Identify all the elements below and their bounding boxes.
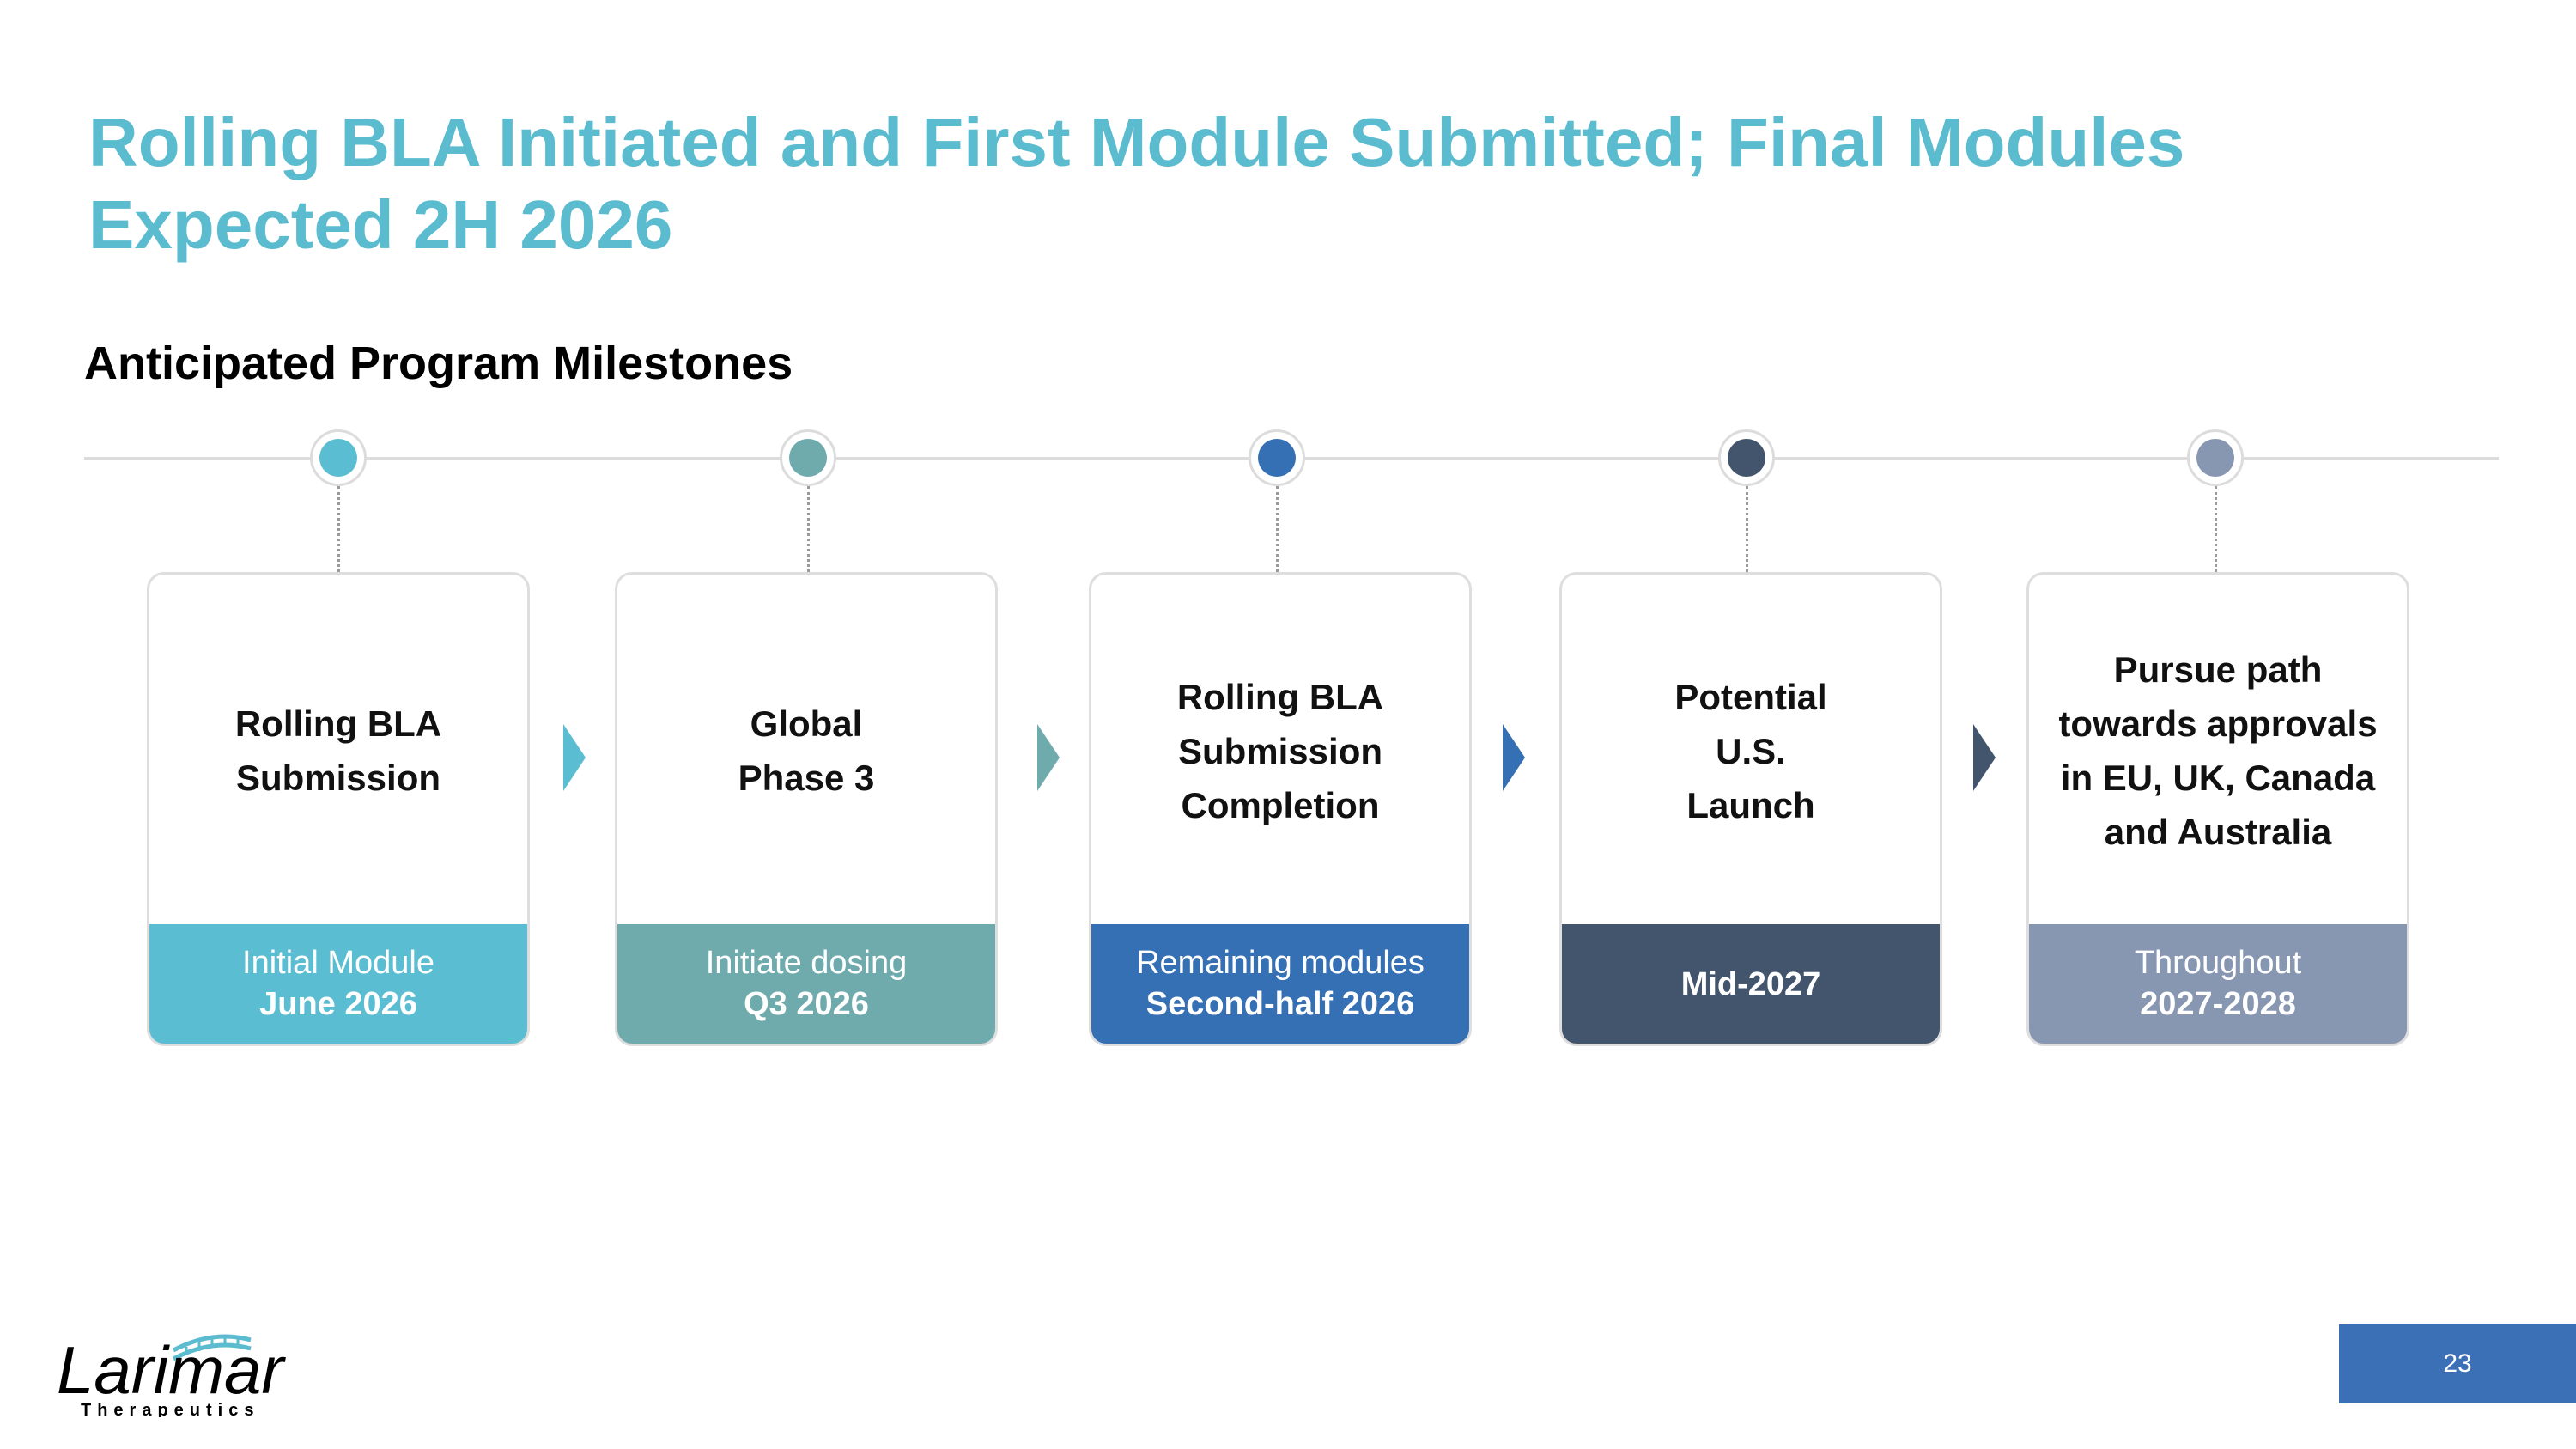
timeline-dot [789,439,827,477]
milestone-card: Rolling BLA Submission Completion Remain… [1089,572,1472,1046]
milestone-date: June 2026 [259,985,417,1022]
milestone-date: Second-half 2026 [1145,985,1415,1022]
chevron-right-icon [1037,724,1060,791]
milestone-card: Rolling BLA Submission Initial Module Ju… [147,572,530,1046]
timeline-node [310,429,367,486]
timeline-connector [1276,486,1279,572]
slide-title: Rolling BLA Initiated and First Module S… [88,104,2185,263]
milestone-card: Global Phase 3 Initiate dosing Q3 2026 [615,572,998,1046]
chevron-right-icon [1503,724,1525,791]
logo-tagline: Therapeutics [81,1401,259,1417]
logo-wordmark: Larimar [57,1332,286,1408]
milestone-footer: Throughout 2027-2028 [2029,924,2407,1044]
timeline-dot [2196,439,2234,477]
milestone-card: Pursue path towards approvals in EU, UK,… [2026,572,2409,1046]
milestone-label: Remaining modules [1136,944,1425,981]
section-subtitle: Anticipated Program Milestones [84,338,793,389]
milestone-footer: Initial Module June 2026 [149,924,527,1044]
milestone-title: Rolling BLA Submission [234,703,442,798]
timeline-node [1249,429,1305,486]
chevron-right-icon [563,724,586,791]
chevron-right-icon [1973,724,1996,791]
timeline-dot [319,439,357,477]
milestone-date: Mid-2027 [1680,965,1821,1002]
milestone-footer: Initiate dosing Q3 2026 [617,924,995,1044]
timeline-dot [1728,439,1765,477]
milestone-date: 2027-2028 [2140,985,2296,1022]
page-number-box: 23 [2339,1324,2576,1403]
company-logo: Larimar Therapeutics [57,1332,286,1417]
milestone-title: Potential U.S. Launch [1674,676,1827,825]
milestone-label: Initiate dosing [705,944,908,981]
timeline-connector [337,486,340,572]
milestone-date: Q3 2026 [744,985,869,1022]
milestone-title: Global Phase 3 [738,703,875,798]
milestone-card: Potential U.S. Launch Mid-2027 [1559,572,1942,1046]
timeline-node [2187,429,2244,486]
page-number: 23 [2443,1349,2472,1378]
timeline-dot [1258,439,1296,477]
timeline-node [1718,429,1775,486]
timeline-connector [1746,486,1748,572]
milestone-footer: Remaining modules Second-half 2026 [1091,924,1469,1044]
milestone-footer: Mid-2027 [1562,924,1940,1044]
timeline-node [780,429,836,486]
timeline-connector [2215,486,2217,572]
milestone-title: Rolling BLA Submission Completion [1176,676,1384,825]
milestone-label: Initial Module [242,944,434,981]
dna-helix-icon [172,1334,252,1361]
milestone-title: Pursue path towards approvals in EU, UK,… [2058,649,2378,852]
milestone-label: Throughout [2134,944,2302,981]
timeline-connector [807,486,810,572]
